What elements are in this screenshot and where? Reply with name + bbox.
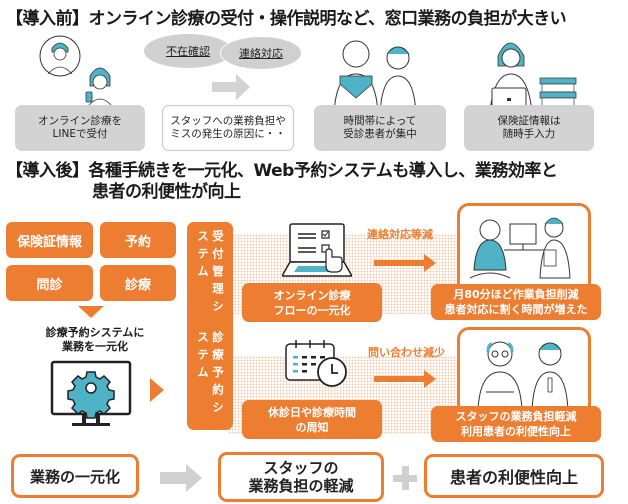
flow1-label: オンライン診療フローの一元化 xyxy=(242,283,382,322)
before-box-staff-burden: スタッフへの業務負担やミスの発生の原因に・・ xyxy=(162,105,294,151)
tile-treatment: 診療 xyxy=(100,265,176,301)
flow1-arrow-icon xyxy=(374,254,436,272)
staff-laptop-icon xyxy=(478,32,578,114)
box-text-line2: LINEで受付 xyxy=(52,128,108,140)
flow1-result-line1: 月80分ほど作業負担削減 xyxy=(453,288,579,301)
calendar-clock-icon xyxy=(284,340,350,390)
summary-patient-convenience: 患者の利便性向上 xyxy=(424,454,604,498)
flow2-label: 休診日や診療時間の周知 xyxy=(242,400,382,439)
summary-box2-line2: 業務負担の軽減 xyxy=(248,477,354,495)
flow2-result-line2: 利用患者の利便性向上 xyxy=(461,425,571,438)
flow2-arrow-icon xyxy=(374,370,436,388)
flow2-label-line2: の周知 xyxy=(295,420,329,434)
before-title: 【導入前】オンライン診療の受付・操作説明など、窓口業務の負担が大きい xyxy=(6,9,567,29)
box-text-line1: オンライン診療を xyxy=(38,115,122,127)
waiting-patients-icon xyxy=(328,34,426,114)
flow1-result-line2: 患者対応に割く時間が増えた xyxy=(444,303,588,316)
down-arrow-icon xyxy=(78,306,104,318)
tile-insurance-info: 保険証情報 xyxy=(6,222,93,258)
flow2-result: スタッフの業務負担軽減利用患者の利便性向上 xyxy=(431,406,601,442)
box-text-line2: 随時手入力 xyxy=(502,128,556,140)
doctor-patient-phone-icon xyxy=(36,34,126,112)
vertical-text-reception: 受付管理システム xyxy=(196,230,225,318)
arrow-right-icon xyxy=(212,74,252,100)
ellipse-contact-handling: 連絡対応 xyxy=(220,36,302,70)
unify-caption: 診療予約システムに 業務を一元化 xyxy=(20,326,170,354)
before-box-manual-input: 保険証情報は随時手入力 xyxy=(464,105,594,151)
after-title: 【導入後】各種手続きを一元化、Web予約システムも導入し、業務効率と 患者の利便… xyxy=(6,161,558,203)
laptop-checklist-icon xyxy=(282,222,352,280)
box-text-line1: 保険証情報は xyxy=(497,115,561,127)
flow1-label-line2: フローの一元化 xyxy=(273,303,351,317)
unify-line2: 業務を一元化 xyxy=(62,340,128,353)
summary-unification: 業務の一元化 xyxy=(11,454,139,498)
box-text-line1: 時間帯によって xyxy=(343,115,417,127)
tile-reservation: 予約 xyxy=(100,222,176,258)
after-title-line2: 患者の利便性が向上 xyxy=(92,182,241,202)
after-title-line1: 【導入後】各種手続きを一元化、Web予約システムも導入し、業務効率と xyxy=(6,161,558,181)
summary-box2-line1: スタッフの xyxy=(263,459,339,477)
tile-questionnaire: 問診 xyxy=(6,265,93,301)
flow1-effect: 連絡対応等減 xyxy=(367,228,433,241)
flow2-effect: 問い合わせ減少 xyxy=(368,346,445,359)
system-column: 受付管理システム 診療予約システム xyxy=(187,222,233,430)
flow2-label-line1: 休診日や診療時間 xyxy=(268,405,356,419)
flow1-label-line1: オンライン診療 xyxy=(273,288,351,302)
monitor-gear-icon xyxy=(50,360,132,430)
vertical-text-reservation: 診療予約システム xyxy=(196,331,225,419)
summary-arrow-icon xyxy=(160,464,204,492)
satisfied-patients-icon xyxy=(477,341,569,410)
plus-icon xyxy=(393,466,417,490)
summary-staff-burden: スタッフの業務負担の軽減 xyxy=(218,452,384,502)
consultation-icon xyxy=(469,217,571,279)
box-text-line2: ミスの発生の原因に・・ xyxy=(170,128,286,140)
box-text-line2: 受診患者が集中 xyxy=(343,128,417,140)
box-text-line1: スタッフへの業務負担や xyxy=(170,115,286,127)
before-box-patient-concentration: 時間帯によって受診患者が集中 xyxy=(314,105,446,151)
flow1-result: 月80分ほど作業負担削減患者対応に割く時間が増えた xyxy=(431,284,601,320)
ellipse-absence-check: 不在確認 xyxy=(144,34,232,68)
flow2-result-line1: スタッフの業務負担軽減 xyxy=(455,410,577,423)
right-arrow-icon xyxy=(150,378,164,402)
unify-line1: 診療予約システムに xyxy=(45,326,145,339)
